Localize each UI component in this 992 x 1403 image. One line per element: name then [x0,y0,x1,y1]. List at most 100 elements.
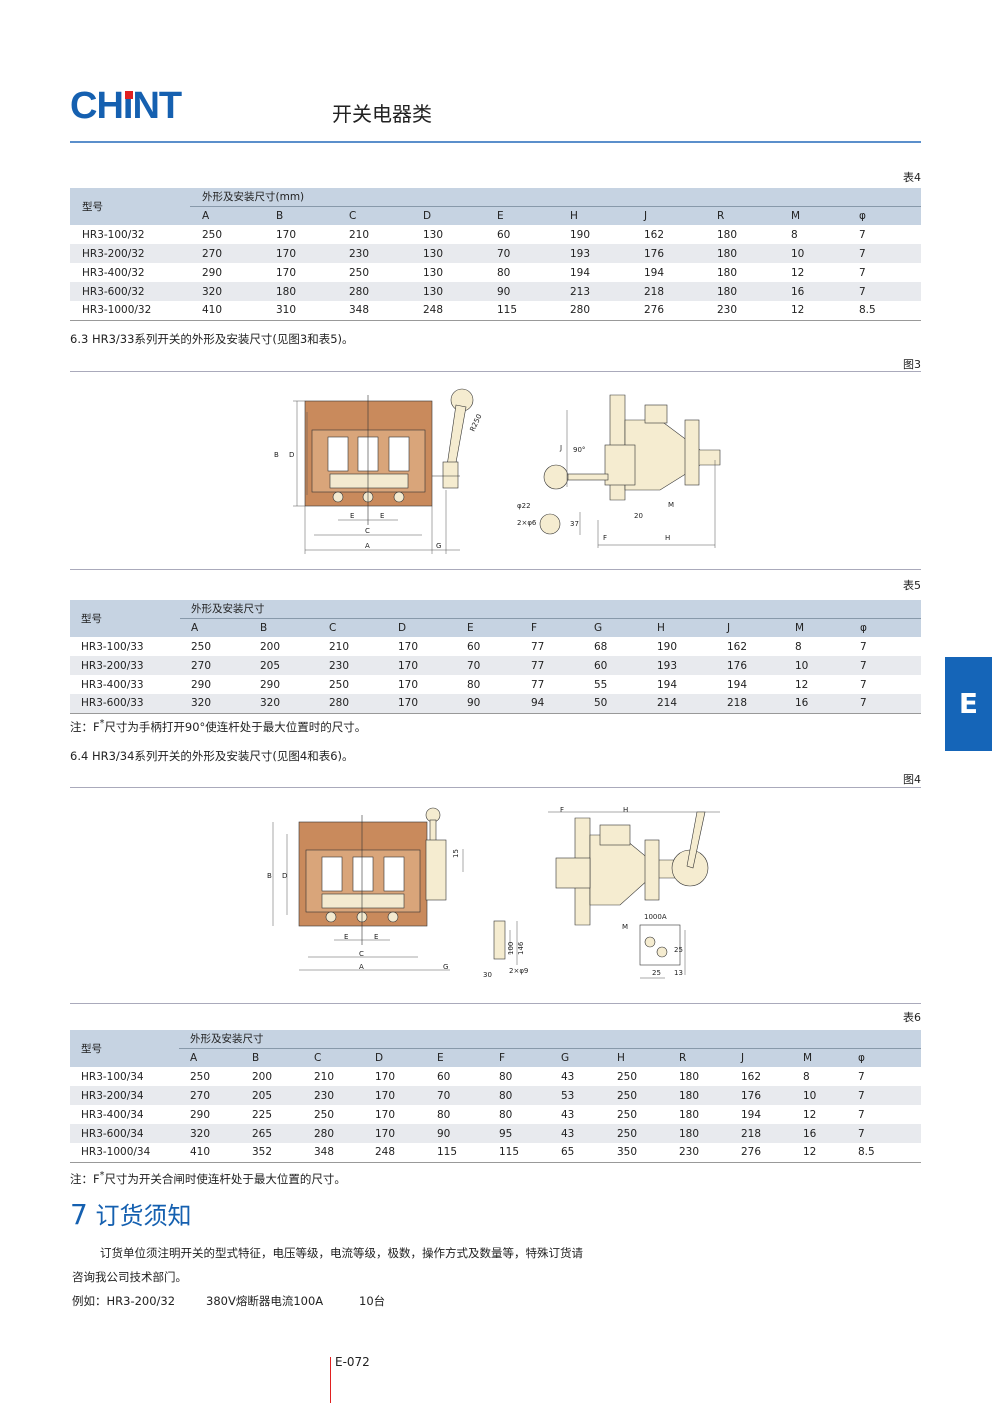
cell: 250 [329,678,350,691]
cell: 180 [679,1070,700,1083]
column-header: φ [847,205,922,225]
column-header: H [646,617,716,637]
table6-note: 注：F*尺寸为开关合闸时使连杆处于最大位置的尺寸。 [70,1170,346,1187]
cell: 290 [190,1108,211,1121]
model-cell: HR3-200/32 [70,244,190,263]
cell: 180 [668,1124,730,1143]
table6-caption: 表6 [903,1011,921,1024]
cell: 170 [387,656,456,675]
cell: 170 [276,266,297,279]
column-header: C [337,205,411,225]
dim-label: B [274,451,279,459]
section-tab-e[interactable]: E [945,657,992,751]
cell: 193 [558,244,632,263]
cell: 348 [337,301,411,321]
cell: 194 [570,266,591,279]
cell: 130 [411,244,485,263]
cell: 115 [488,1143,550,1163]
column-header: R [705,205,779,225]
dim-label: M [668,501,674,509]
cell: 194 [657,678,678,691]
cell: 225 [252,1108,273,1121]
cell: 12 [795,678,809,691]
dim-label: 25 [674,946,683,954]
cell: 205 [249,656,318,675]
cell: 7 [860,678,867,691]
dim-label: G [436,542,441,550]
handle-ball [543,464,569,490]
cell: 80 [499,1108,513,1121]
cell: 95 [488,1124,550,1143]
note-prefix: 注：F [70,1171,100,1186]
cell: 170 [375,1108,396,1121]
cell: 60 [467,640,481,653]
column-header: A [190,205,264,225]
cell: 170 [364,1124,426,1143]
cell: 210 [329,640,350,653]
cell: 280 [558,301,632,321]
dim-label: D [289,451,294,459]
cell: 55 [594,678,608,691]
column-header: J [716,617,784,637]
cell: 194 [644,266,665,279]
cell: 180 [705,282,779,301]
cell: 16 [779,282,847,301]
cell: 68 [594,640,608,653]
column-header: E [485,205,558,225]
column-header: C [318,617,387,637]
cell: 180 [679,1108,700,1121]
model-header: 型号 [70,1030,179,1067]
cell: 7 [847,282,922,301]
section-6-3: 6.3 HR3/33系列开关的外形及安装尺寸(见图3和表5)。 [70,332,354,346]
dim-label: C [365,527,370,535]
cell: 180 [705,244,779,263]
cell: 180 [264,282,337,301]
note-text: 尺寸为手柄打开90°使连杆处于最大位置时的尺寸。 [104,719,367,734]
fuse [321,856,343,892]
column-header: J [730,1047,792,1067]
chint-logo: CHINT [70,85,182,127]
cell: 180 [668,1086,730,1105]
cell: 7 [849,694,922,714]
cell: 276 [632,301,705,321]
dim-label: 15 [452,849,460,858]
cell: 170 [387,694,456,714]
cell: 320 [179,1124,241,1143]
dim-label: H [623,806,628,814]
cell: 230 [668,1143,730,1163]
cell: 10 [784,656,849,675]
cell: 230 [337,244,411,263]
divider [70,371,921,372]
column-header: B [241,1047,303,1067]
cell: 77 [531,640,545,653]
fuse [383,856,405,892]
cell: 230 [705,301,779,321]
model-cell: HR3-200/33 [70,656,180,675]
table5-caption: 表5 [903,579,921,592]
model-cell: HR3-400/34 [81,1108,144,1121]
cell: 80 [497,266,511,279]
cell: 60 [497,228,511,241]
cell: 276 [730,1143,792,1163]
cell: 200 [252,1070,273,1083]
dim-label: J [559,444,562,452]
ordering-example-spec: 380V熔断器电流100A [206,1294,324,1308]
divider [70,787,921,788]
divider [70,569,921,570]
cell: 320 [180,694,249,714]
dim-label: F [603,534,607,542]
fig3-caption: 图3 [903,358,921,371]
cell: 194 [741,1108,762,1121]
cell: 43 [561,1070,575,1083]
cell: 80 [467,678,481,691]
column-header: G [550,1047,606,1067]
cell: 218 [730,1124,792,1143]
column-header: φ [847,1047,922,1067]
column-header: D [411,205,485,225]
cell: 250 [617,1070,638,1083]
